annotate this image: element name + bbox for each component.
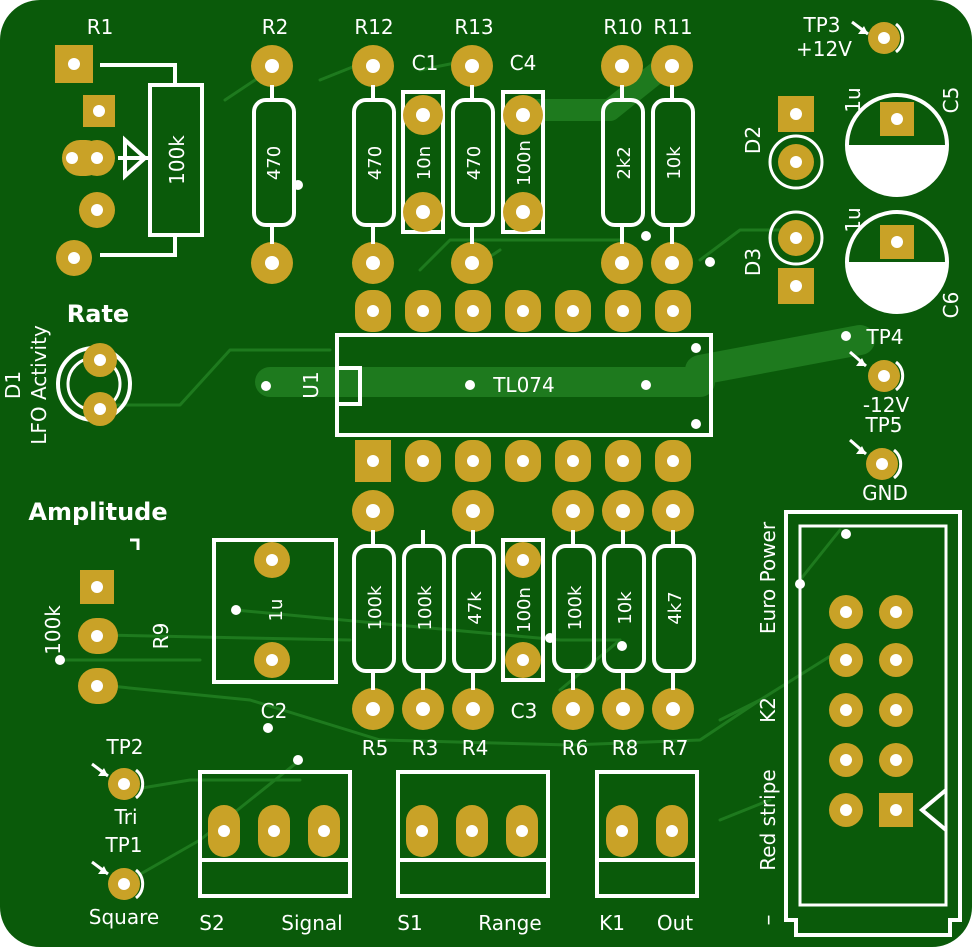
u1-value: TL074: [492, 373, 555, 397]
tp3-ref: TP3: [802, 13, 840, 37]
c6-val: 1u: [841, 207, 865, 232]
s1-switch: S1 Range: [396, 770, 550, 935]
r10-ref: R10: [603, 15, 642, 39]
bottom-row-labels: R5 R3 R4 C3 R6 R8 R7: [362, 699, 689, 760]
r5-value: 100k: [365, 585, 386, 630]
c1-capacitor: 10n: [401, 90, 445, 234]
r8-resistor: 10k: [602, 490, 646, 730]
r11-value: 10k: [664, 146, 685, 180]
r3-resistor: 100k: [402, 530, 446, 730]
c4-capacitor: 100n: [501, 90, 545, 234]
r5-resistor: 100k: [352, 490, 396, 730]
c2-value: 1u: [266, 599, 287, 622]
bottom-resistor-row: 100k 100k 47k 100n: [352, 490, 696, 730]
power-section: TP3 +12V 1u C5 1u C6 D2 D3: [741, 13, 963, 318]
r7-ref: R7: [662, 736, 689, 760]
d1-desc: LFO Activity: [27, 325, 51, 445]
r4-ref: R4: [462, 736, 489, 760]
k2-euro-power-header: Euro Power K2 Red stripe –: [756, 510, 962, 937]
c6-ref: C6: [939, 292, 963, 319]
rate-label: Rate: [67, 300, 129, 328]
d2-ref: D2: [741, 126, 765, 154]
s2-ref: S2: [199, 911, 224, 935]
r8-value: 10k: [615, 591, 636, 625]
c3-value: 100n: [514, 587, 535, 633]
r13-value: 470: [464, 146, 485, 180]
red-stripe-label: Red stripe: [756, 769, 780, 870]
copper-traces: [58, 58, 875, 882]
c2-capacitor: 1u C2: [212, 538, 338, 723]
r8-ref: R8: [612, 736, 639, 760]
c5-val: 1u: [841, 87, 865, 112]
d1-ref: D1: [1, 371, 25, 399]
tp2-net: Tri: [113, 805, 137, 829]
r10-resistor: 2k2: [601, 45, 645, 284]
tp5-net: GND: [862, 481, 908, 505]
r13-resistor: 470: [451, 45, 495, 284]
r4-resistor: 47k: [452, 490, 496, 730]
s1-ref: S1: [397, 911, 422, 935]
euro-power-label: Euro Power: [756, 521, 780, 634]
r13-ref: R13: [454, 15, 493, 39]
vias: [55, 180, 851, 765]
u1-ref: U1: [299, 371, 323, 398]
r2-value: 470: [264, 146, 285, 180]
top-labels: R1 R2 R12 C1 R13 C4 R10 R11: [87, 15, 693, 75]
tp1-ref: TP1: [104, 833, 142, 857]
top-resistor-row: 470 470 10n 470: [251, 45, 695, 284]
k1-name: Out: [657, 911, 693, 935]
r1-ref: R1: [87, 15, 114, 39]
r3-value: 100k: [415, 585, 436, 630]
amplitude-label: Amplitude: [28, 498, 167, 526]
r3-ref: R3: [412, 736, 439, 760]
c1-value: 10n: [414, 146, 435, 180]
c1-ref: C1: [412, 51, 439, 75]
r2-ref: R2: [262, 15, 289, 39]
r9-value: 100k: [41, 605, 65, 655]
tp3-net: +12V: [796, 37, 852, 61]
k2-ref: K2: [756, 697, 780, 723]
r4-value: 47k: [465, 591, 486, 625]
r10-value: 2k2: [614, 146, 635, 179]
r6-resistor: 100k: [552, 490, 596, 730]
r9-potentiometer: Amplitude 100k R9: [28, 498, 173, 704]
c2-ref: C2: [261, 699, 288, 723]
r7-resistor: 4k7: [652, 490, 696, 730]
s2-name: Signal: [281, 911, 342, 935]
s1-name: Range: [478, 911, 541, 935]
c4-ref: C4: [510, 51, 537, 75]
c4-value: 100n: [514, 140, 535, 186]
minus-label: –: [756, 915, 781, 926]
k1-connector: K1 Out: [595, 770, 699, 935]
r1-potentiometer: 100k: [55, 45, 204, 276]
d3-ref: D3: [741, 248, 765, 276]
k1-ref: K1: [599, 911, 625, 935]
r11-ref: R11: [653, 15, 692, 39]
tp5-ref: TP5: [864, 413, 902, 437]
r12-ref: R12: [354, 15, 393, 39]
r12-resistor: 470: [352, 45, 396, 284]
d1-led: Rate D1 LFO Activity: [1, 300, 132, 445]
r9-ref: R9: [149, 623, 173, 650]
r11-resistor: 10k: [651, 45, 695, 284]
tp4-net: -12V: [863, 393, 910, 417]
u1-tl074: U1 TL074: [299, 290, 713, 482]
tp1-net: Square: [89, 905, 159, 929]
s2-switch: S2 Signal: [198, 770, 352, 935]
r1-value: 100k: [165, 135, 189, 185]
tp4-tp5: TP4 -12V TP5 GND: [849, 325, 910, 505]
c3-ref: C3: [511, 699, 538, 723]
c5-ref: C5: [939, 87, 963, 114]
c3-capacitor: 100n: [501, 538, 545, 682]
r6-ref: R6: [562, 736, 589, 760]
r5-ref: R5: [362, 736, 389, 760]
tp1-tp2: TP2 Tri TP1 Square: [89, 735, 159, 929]
tp2-ref: TP2: [105, 735, 143, 759]
r2-resistor: 470: [251, 45, 296, 284]
r6-value: 100k: [565, 585, 586, 630]
tp4-ref: TP4: [865, 325, 903, 349]
r7-value: 4k7: [665, 591, 686, 624]
r12-value: 470: [365, 146, 386, 180]
